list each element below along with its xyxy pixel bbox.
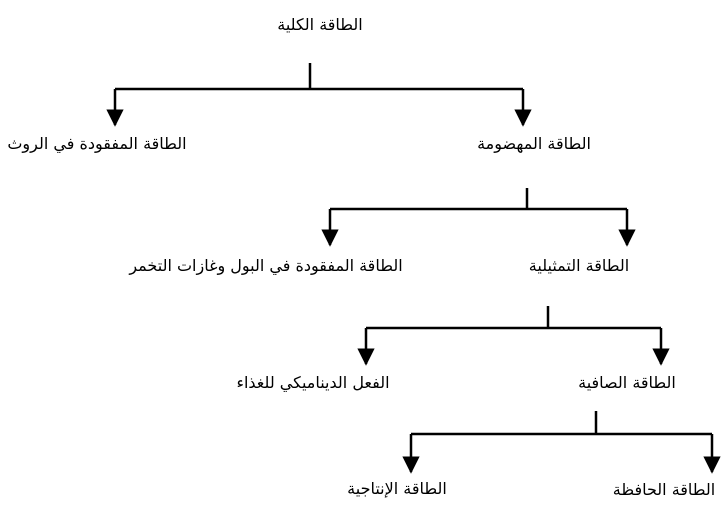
node-fecal-energy-loss: الطاقة المفقودة في الروث	[7, 134, 187, 153]
node-digestible-energy: الطاقة المهضومة	[477, 134, 591, 153]
node-metabolizable-energy: الطاقة التمثيلية	[528, 256, 630, 275]
node-urine-gas-energy-loss: الطاقة المفقودة في البول وغازات التخمر	[129, 256, 403, 275]
node-net-energy: الطاقة الصافية	[578, 373, 676, 392]
node-total-energy: الطاقة الكلية	[277, 15, 363, 34]
node-production-energy: الطاقة الإنتاجية	[347, 479, 447, 498]
node-dynamic-action: الفعل الديناميكي للغذاء	[236, 373, 390, 392]
node-maintenance-energy: الطاقة الحافظة	[612, 480, 716, 499]
